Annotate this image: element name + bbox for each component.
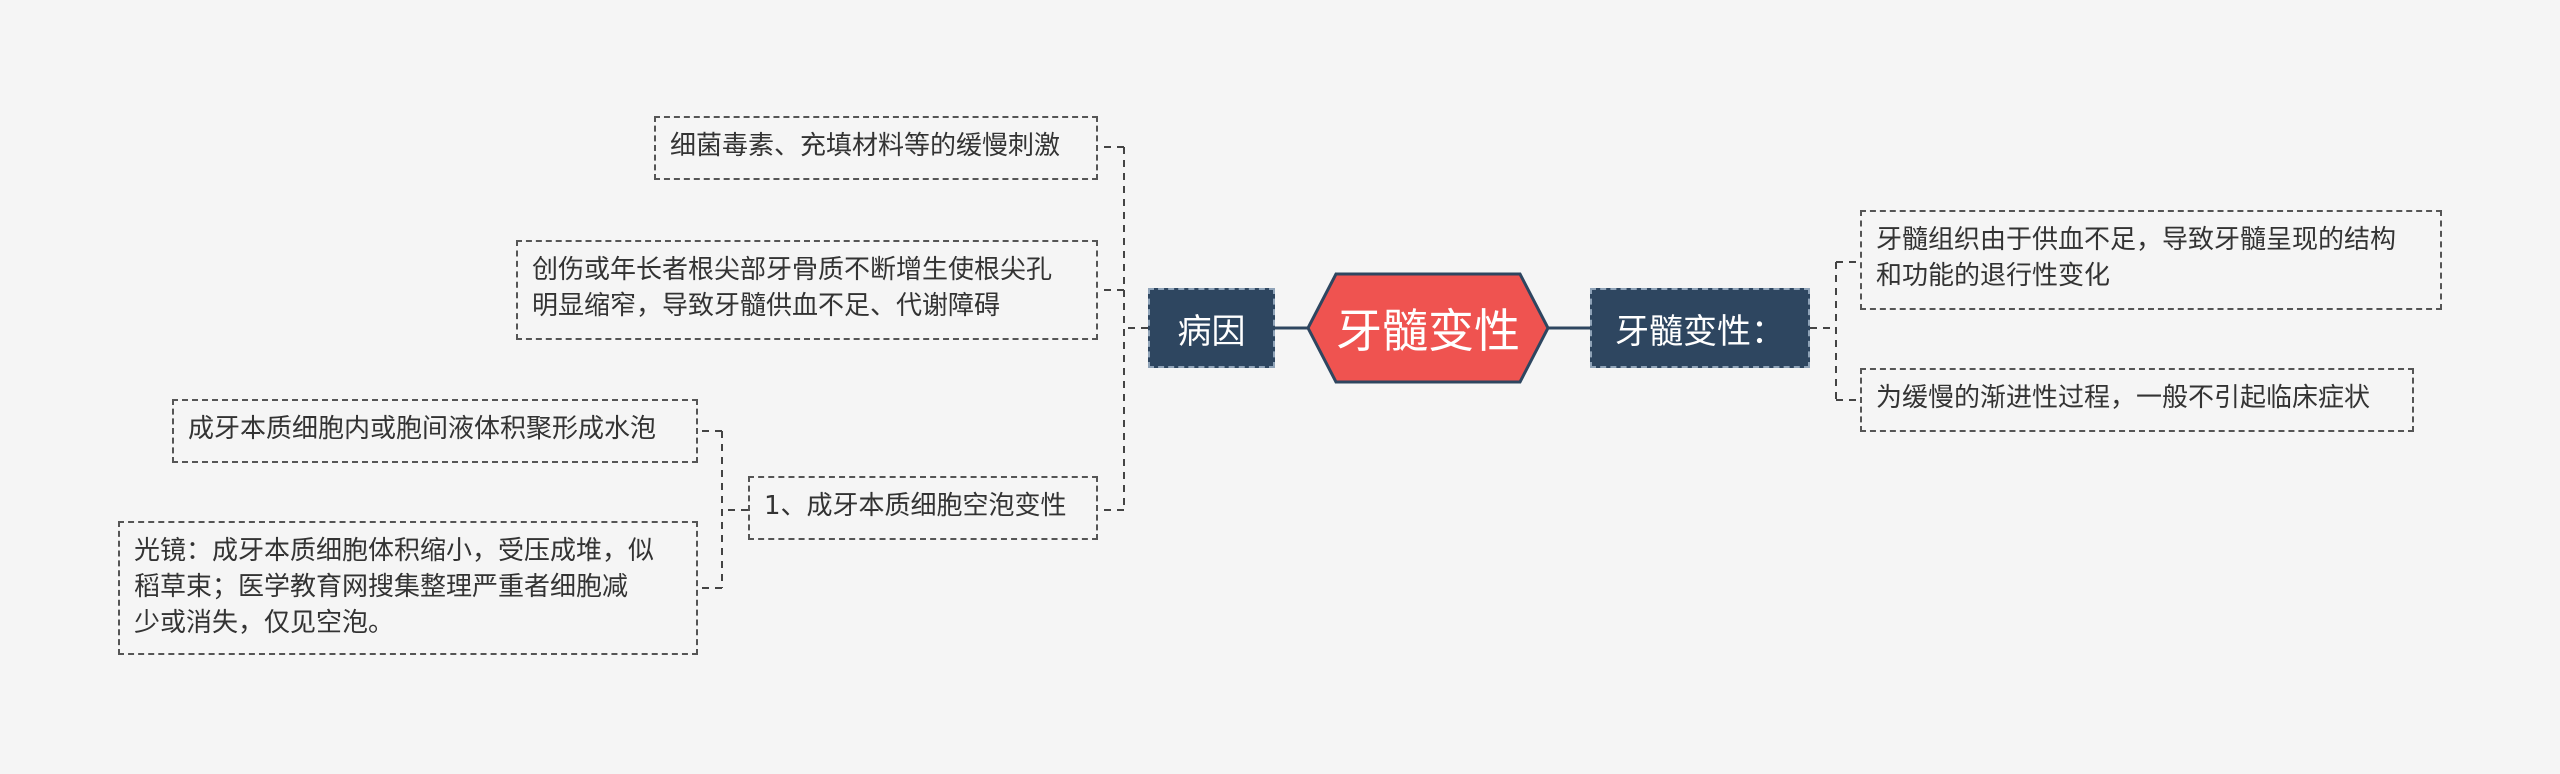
cause-leaf-2[interactable]: 创伤或年长者根尖部牙骨质不断增生使根尖孔 明显缩窄，导致牙髓供血不足、代谢障碍	[516, 240, 1098, 340]
branch-definition-label: 牙髓变性：	[1615, 311, 1785, 352]
cause-leaf-1[interactable]: 细菌毒素、充填材料等的缓慢刺激	[654, 116, 1098, 180]
definition-leaf-1-line-2: 和功能的退行性变化	[1876, 261, 2111, 291]
sub-leaf-2-line-1: 光镜：成牙本质细胞体积缩小，受压成堆，似	[134, 536, 655, 566]
definition-leaf-2-text: 为缓慢的渐进性过程，一般不引起临床症状	[1876, 383, 2371, 413]
definition-leaf-2[interactable]: 为缓慢的渐进性过程，一般不引起临床症状	[1860, 368, 2414, 432]
root-node-shape	[1306, 272, 1550, 384]
branch-cause-label: 病因	[1177, 311, 1246, 352]
cause-leaf-2-line-2: 明显缩窄，导致牙髓供血不足、代谢障碍	[532, 291, 1001, 321]
definition-leaf-1-line-1: 牙髓组织由于供血不足，导致牙髓呈现的结构	[1876, 225, 2397, 255]
sub-leaf-2-line-3: 少或消失，仅见空泡。	[134, 608, 395, 638]
sub-branch-label: 1、成牙本质细胞空泡变性	[764, 491, 1067, 521]
sub-leaf-2-line-2: 稻草束；医学教育网搜集整理严重者细胞减	[134, 572, 629, 602]
root-label: 牙髓变性	[1336, 304, 1520, 358]
sub-branch-vacuolar-degeneration[interactable]: 1、成牙本质细胞空泡变性	[748, 476, 1098, 540]
cause-leaf-1-text: 细菌毒素、充填材料等的缓慢刺激	[670, 131, 1061, 161]
sub-leaf-2[interactable]: 光镜：成牙本质细胞体积缩小，受压成堆，似 稻草束；医学教育网搜集整理严重者细胞减…	[118, 521, 698, 655]
definition-leaf-1[interactable]: 牙髓组织由于供血不足，导致牙髓呈现的结构 和功能的退行性变化	[1860, 210, 2442, 310]
branch-cause[interactable]: 病因	[1148, 288, 1275, 368]
sub-leaf-1[interactable]: 成牙本质细胞内或胞间液体积聚形成水泡	[172, 399, 698, 463]
cause-leaf-2-line-1: 创伤或年长者根尖部牙骨质不断增生使根尖孔	[532, 255, 1053, 285]
sub-leaf-1-text: 成牙本质细胞内或胞间液体积聚形成水泡	[188, 414, 657, 444]
root-node[interactable]: 牙髓变性	[1310, 272, 1546, 384]
branch-definition[interactable]: 牙髓变性：	[1590, 288, 1810, 368]
